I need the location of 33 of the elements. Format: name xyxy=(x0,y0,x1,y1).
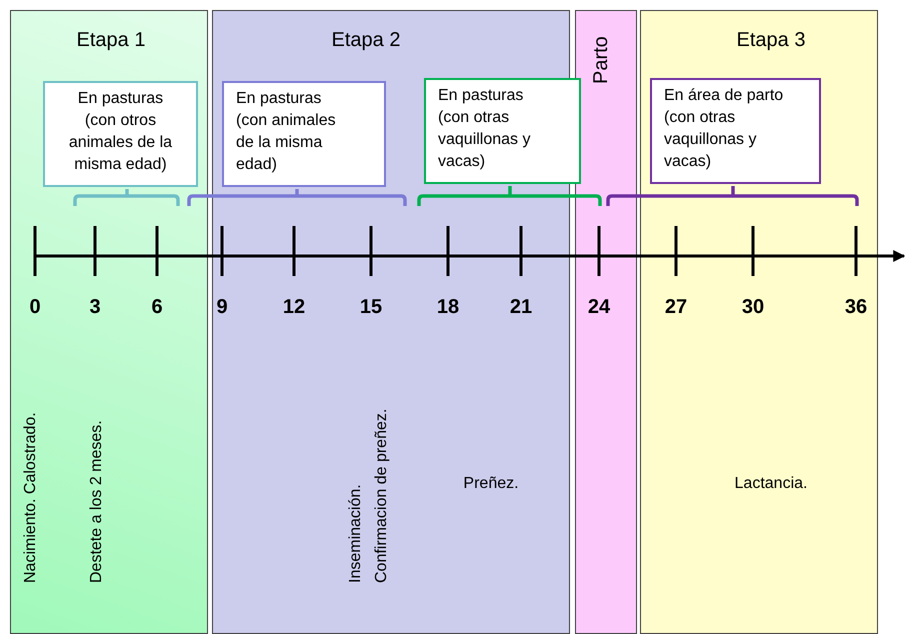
month-label: 15 xyxy=(358,296,384,319)
note-box xyxy=(424,78,581,184)
month-label: 6 xyxy=(150,296,164,319)
note-text: En área de parto (con otras vaquillonas y vacas) xyxy=(664,87,784,170)
note-text: En pasturas (con animales de la misma edad) xyxy=(236,90,336,173)
note-box xyxy=(43,81,198,187)
month-label: 3 xyxy=(88,296,102,319)
stage-band xyxy=(10,10,208,634)
month-label: 21 xyxy=(508,296,534,319)
stage-title: Etapa 2 xyxy=(332,29,400,52)
stage-band xyxy=(212,10,570,634)
stage-title: Etapa 3 xyxy=(736,29,806,52)
note-text: En pasturas (con otros animales de la misma edad) xyxy=(68,90,172,173)
stage-band xyxy=(575,10,637,634)
event-label: Preñez. xyxy=(463,475,519,493)
month-label: 9 xyxy=(215,296,229,319)
month-label: 36 xyxy=(844,296,868,319)
event-label: Inseminación. Confirmacion de preñez. xyxy=(346,408,391,583)
note-box xyxy=(222,81,386,187)
month-label: 18 xyxy=(436,296,460,319)
month-label: 27 xyxy=(664,296,688,319)
note-text: En pasturas (con otras vaquillonas y vacas) xyxy=(438,87,530,170)
month-label: 0 xyxy=(28,296,42,319)
stage-title: Etapa 1 xyxy=(76,29,146,52)
month-label: 24 xyxy=(586,296,612,319)
stage-band xyxy=(640,10,878,634)
month-label: 12 xyxy=(282,296,306,319)
note-box xyxy=(650,78,821,184)
event-label: Destete a los 2 meses. xyxy=(87,419,106,583)
event-label: Nacimiento. Calostrado. xyxy=(21,411,40,583)
month-label: 30 xyxy=(740,296,766,319)
stage-title: Parto xyxy=(589,35,613,84)
event-label: Lactancia. xyxy=(734,475,808,493)
